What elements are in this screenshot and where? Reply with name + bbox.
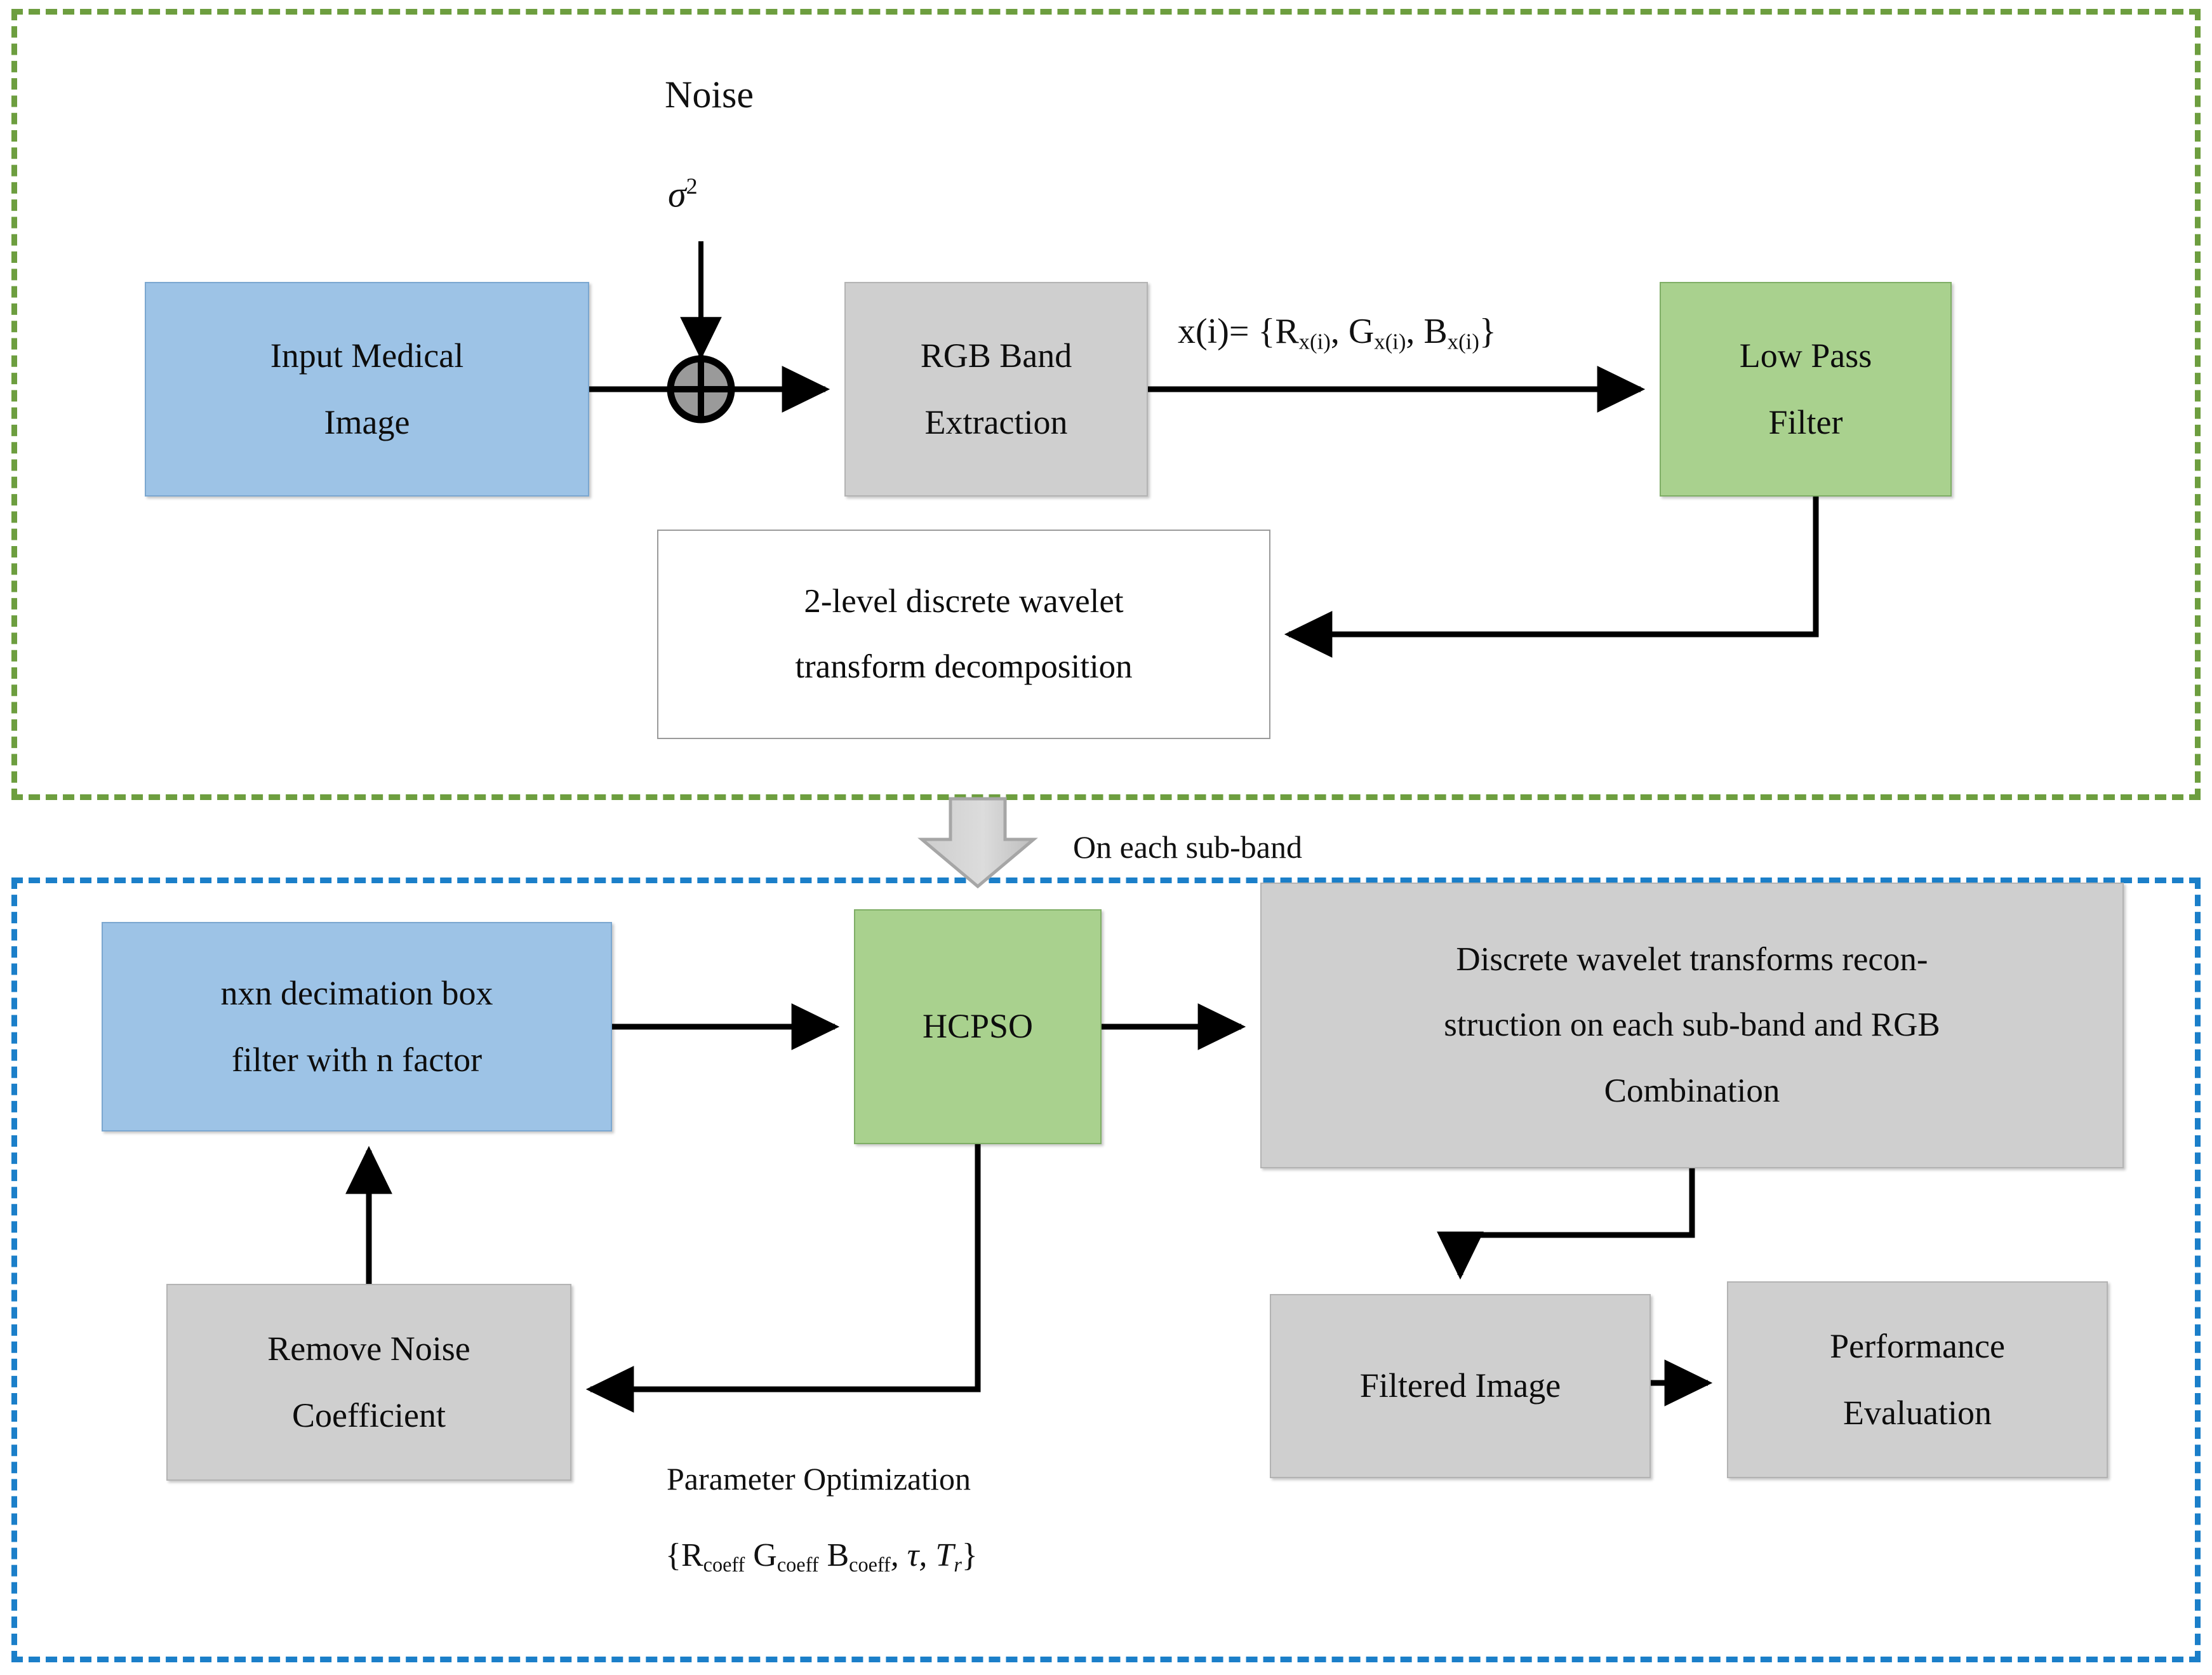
param-g: G [753,1537,777,1573]
xi-mid-1: , G [1330,312,1375,351]
node-label-line2: Image [324,403,410,441]
node-label-line1: Discrete wavelet transforms recon- [1456,940,1928,978]
xi-prefix: x(i)= {R [1178,312,1299,351]
node-wavelet-decomposition[interactable]: 2-level discrete wavelet transform decom… [657,530,1270,739]
xi-sub-3: x(i) [1447,329,1479,354]
node-input-medical-image[interactable]: Input Medical Image [145,282,589,497]
node-label-line2: transform decomposition [795,648,1133,685]
node-label-line2: filter with n factor [231,1041,483,1079]
param-sub-3: coeff [849,1553,891,1577]
param-sub-1: coeff [703,1553,745,1577]
parameter-set-label: {Rcoeff Gcoeff Bcoeff, τ, Tr} [665,1537,978,1577]
node-hcpso[interactable]: HCPSO [854,909,1102,1144]
node-performance-evaluation[interactable]: Performance Evaluation [1727,1281,2108,1478]
node-label-line1: nxn decimation box [220,973,493,1012]
param-b: B [827,1537,849,1573]
param-tau: , τ, [890,1537,928,1573]
xi-sub-2: x(i) [1374,329,1406,354]
node-label-line1: Performance [1830,1326,2005,1365]
param-T: T [935,1537,954,1573]
node-label-line1: Remove Noise [267,1329,470,1368]
xi-suffix: } [1479,312,1496,351]
node-decimation-filter[interactable]: nxn decimation box filter with n factor [102,922,612,1131]
on-each-subband-label: On each sub-band [1073,829,1302,865]
node-remove-noise-coefficient[interactable]: Remove Noise Coefficient [166,1284,571,1481]
node-dwt-reconstruction[interactable]: Discrete wavelet transforms recon- struc… [1260,883,2124,1168]
node-label-line2: struction on each sub-band and RGB [1444,1006,1940,1044]
sigma-exponent: 2 [686,173,698,199]
node-rgb-band-extraction[interactable]: RGB Band Extraction [844,282,1148,497]
xi-sub-1: x(i) [1298,329,1331,354]
node-label-line1: Low Pass [1739,336,1872,375]
xi-rgb-equation-label: x(i)= {Rx(i), Gx(i), Bx(i)} [1178,311,1496,355]
node-label-line2: Evaluation [1843,1394,1992,1432]
stage-transition-block-arrow [917,797,1038,889]
node-label-line3: Combination [1604,1072,1780,1109]
node-label-line1: Input Medical [270,336,464,375]
node-label-line1: RGB Band [920,336,1072,375]
top-stage-panel [11,9,2201,800]
param-sub-2: coeff [776,1553,819,1577]
node-low-pass-filter[interactable]: Low Pass Filter [1660,282,1952,497]
sigma-glyph: σ [668,173,686,215]
node-label-line2: Extraction [924,403,1068,441]
noise-label: Noise [665,74,754,116]
param-T-sub: r [954,1553,962,1577]
node-label-line2: Coefficient [292,1396,446,1434]
bottom-stage-panel [11,878,2201,1662]
node-label-line1: 2-level discrete wavelet [804,582,1124,620]
parameter-optimization-label: Parameter Optimization [667,1461,971,1497]
param-open: {R [665,1537,703,1573]
node-label-line2: Filter [1768,403,1843,441]
param-close: } [961,1537,978,1573]
node-filtered-image[interactable]: Filtered Image [1270,1294,1651,1478]
sigma-squared-label: σ2 [668,173,698,215]
xi-mid-2: , B [1406,312,1448,351]
node-label-line1: HCPSO [922,1007,1034,1046]
node-label-line1: Filtered Image [1359,1366,1561,1405]
